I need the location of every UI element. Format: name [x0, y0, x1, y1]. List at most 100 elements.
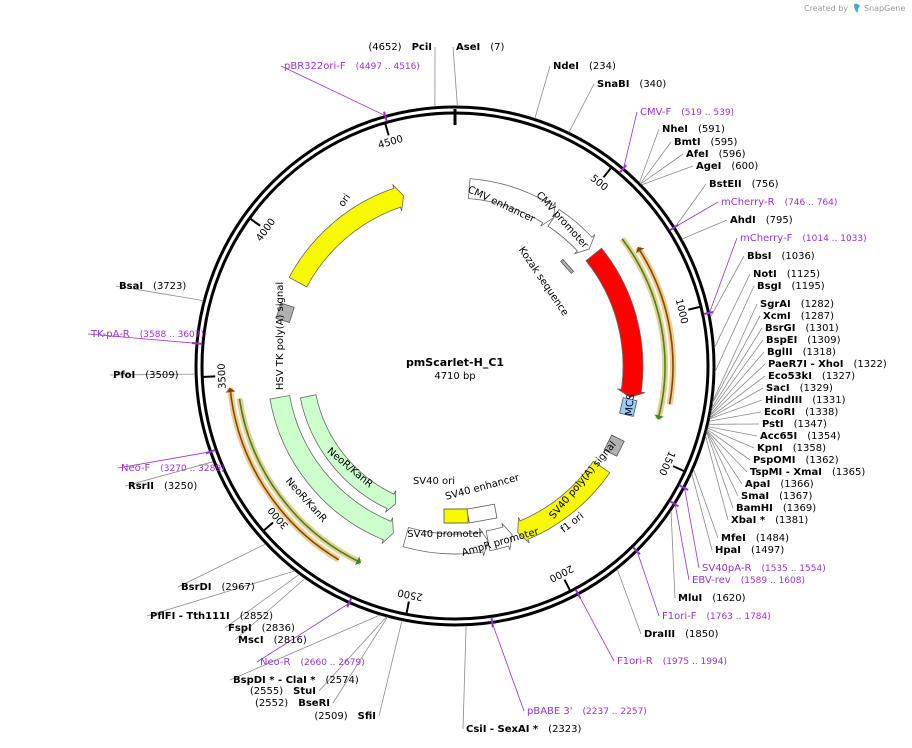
- enzyme-name: BmtI: [674, 137, 701, 148]
- site-label: PflFI - Tth111I(2852): [150, 611, 273, 622]
- site-label: BsaI(3723): [119, 281, 186, 292]
- primer-arrowhead: [225, 387, 236, 393]
- primer-arrowhead: [654, 414, 664, 420]
- snapgene-logo-icon: [854, 3, 860, 13]
- site-position: (1309): [807, 335, 840, 346]
- site-label: PstI(1347): [762, 419, 827, 430]
- site-leader: [674, 504, 690, 581]
- site-position: (1282): [801, 299, 834, 310]
- feature-label-sv40-enhancer: SV40 enhancer: [444, 472, 521, 503]
- site-leader: [146, 570, 296, 617]
- enzyme-name: BglII: [767, 347, 793, 358]
- site-leader: [705, 435, 729, 521]
- primer-name: mCherry-R: [721, 197, 775, 208]
- site-label: TspMI - XmaI(1365): [750, 467, 865, 478]
- tick-label: 500: [588, 173, 610, 193]
- site-position: (1125): [787, 269, 820, 280]
- primer-range: (519 .. 539): [681, 108, 734, 118]
- site-position: (3509): [145, 370, 178, 381]
- site-leader: [709, 237, 738, 313]
- site-leader: [706, 430, 739, 497]
- site-position: (795): [766, 215, 793, 226]
- primer-label: mCherry-R(746 .. 764): [721, 197, 837, 208]
- site-leader: [710, 339, 764, 412]
- enzyme-name: PfoI: [113, 370, 135, 381]
- site-leader: [707, 426, 758, 437]
- feature-label-sv40-promoter: SV40 promoter: [407, 529, 483, 540]
- site-leader: [710, 351, 765, 415]
- site-leader-lines: [87, 46, 766, 730]
- primer-site-mark: [191, 341, 203, 345]
- enzyme-name: PaeR7I - XhoI: [768, 359, 844, 370]
- site-position: (2816): [274, 635, 307, 646]
- site-position: (1365): [832, 467, 865, 478]
- feature-label-hsv-tk: HSV TK poly(A) signal: [275, 282, 286, 390]
- site-label: (2555)StuI: [250, 686, 316, 697]
- tick-label: 1000: [673, 298, 690, 325]
- site-leader: [706, 430, 743, 485]
- feature-label-ori: ori: [337, 192, 353, 209]
- enzyme-name: CsiI - SexAI *: [466, 724, 539, 735]
- site-position: (2574): [326, 675, 359, 686]
- primer-site-mark: [669, 500, 680, 508]
- site-position: (1354): [807, 431, 840, 442]
- plasmid-size: 4710 bp: [434, 371, 475, 382]
- primer-arrowhead: [635, 247, 645, 254]
- primer-name: EBV-rev: [692, 575, 731, 586]
- site-position: (234): [589, 61, 616, 72]
- site-leader: [709, 363, 766, 417]
- feature-arrow-neor-kanr: [299, 394, 397, 513]
- site-label: BsrGI(1301): [765, 323, 839, 334]
- enzyme-name: BsaI: [119, 281, 143, 292]
- site-position: (1358): [793, 443, 826, 454]
- snapgene-credit: Created by SnapGene: [804, 3, 905, 13]
- enzyme-name: HpaI: [715, 545, 741, 556]
- site-label: BstEII(756): [709, 179, 779, 190]
- primer-range: (1535 .. 1554): [761, 564, 825, 574]
- tick-mark: [602, 166, 613, 179]
- site-leader: [693, 469, 719, 539]
- feature-box-sv40-ori: [443, 508, 469, 524]
- site-position: (2836): [262, 623, 295, 634]
- site-position: (2552): [255, 698, 288, 709]
- site-leader: [706, 431, 734, 509]
- primer-arc: [229, 387, 340, 561]
- site-position: (1322): [854, 359, 887, 370]
- enzyme-name: AgeI: [696, 161, 721, 172]
- site-position: (2852): [240, 611, 273, 622]
- site-leader: [109, 373, 196, 376]
- site-label: HindIII(1331): [765, 395, 846, 406]
- site-label: ApaI(1366): [745, 479, 814, 490]
- site-position: (1331): [812, 395, 845, 406]
- primer-label: pBABE 3'(2237 .. 2257): [527, 706, 647, 717]
- site-label: AfeI(596): [686, 149, 746, 160]
- site-position: (3250): [164, 481, 197, 492]
- site-leader: [709, 399, 763, 420]
- feature-label-sv40-ori: SV40 ori: [413, 476, 455, 487]
- tick-label: 1500: [656, 449, 677, 477]
- site-leader: [709, 387, 764, 419]
- site-position: (1338): [805, 407, 838, 418]
- site-leader: [623, 111, 638, 169]
- site-leader: [641, 165, 694, 186]
- site-label: BsgI(1195): [757, 281, 825, 292]
- enzyme-name: BspDI * - ClaI *: [233, 675, 316, 686]
- site-position: (1381): [775, 515, 808, 526]
- primer-arrowhead: [354, 556, 361, 566]
- site-leader: [117, 451, 210, 469]
- primer-name: mCherry-F: [740, 233, 793, 244]
- site-position: (1195): [791, 281, 824, 292]
- site-leader: [674, 201, 719, 228]
- site-leader: [711, 315, 761, 405]
- enzyme-name: RsrII: [128, 481, 154, 492]
- site-leader: [710, 255, 745, 318]
- enzyme-name: PstI: [762, 419, 784, 430]
- feature-arrow-sv40-promoter: [402, 526, 489, 556]
- feature-arrow-ampr-promoter: [485, 522, 513, 552]
- site-position: (1620): [712, 593, 745, 604]
- enzyme-name: BseRI: [298, 698, 330, 709]
- site-leader: [318, 616, 387, 692]
- primer-site-mark: [632, 546, 641, 556]
- site-position: (1497): [751, 545, 784, 556]
